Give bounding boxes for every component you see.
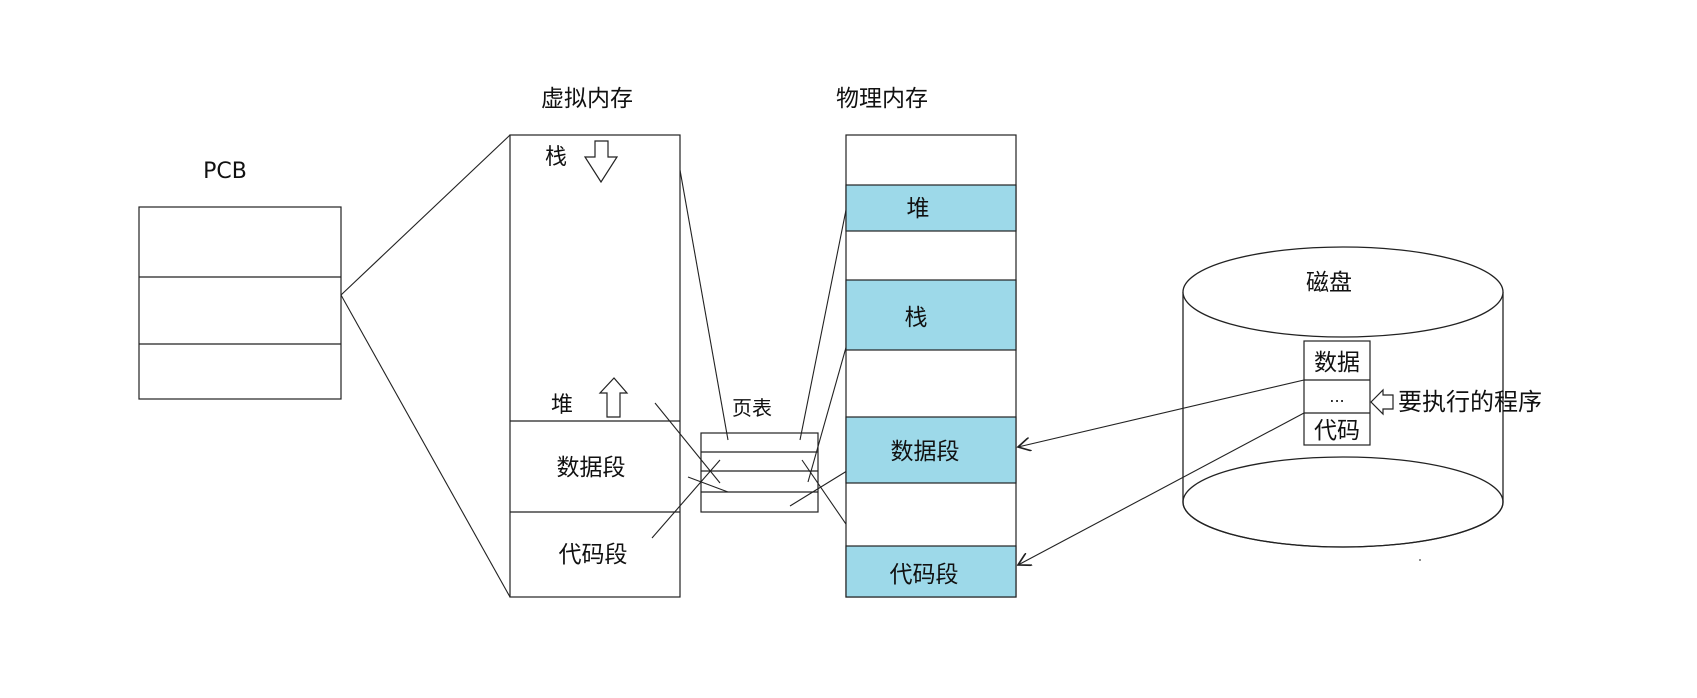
heap-up-arrow-icon xyxy=(598,377,629,418)
vm-stack-label: 栈 xyxy=(545,145,567,170)
pm-data-segment-label: 数据段 xyxy=(891,439,960,465)
disk-ellipsis-label: ... xyxy=(1329,387,1344,406)
virtual-memory-title: 虚拟内存 xyxy=(541,86,633,112)
vm-code-segment-label: 代码段 xyxy=(559,542,628,568)
pcb-link-bottom xyxy=(340,294,511,598)
physical-memory-title: 物理内存 xyxy=(836,86,928,112)
disk-title: 磁盘 xyxy=(1306,270,1352,296)
pm-stack-label: 栈 xyxy=(905,305,928,331)
pcb-link-top xyxy=(340,134,511,296)
pm-heap-label: 堆 xyxy=(907,196,930,222)
virtual-memory-block xyxy=(509,134,681,598)
vm-data-segment-label: 数据段 xyxy=(557,455,626,481)
stack-down-arrow-icon xyxy=(583,140,619,184)
physical-memory-block xyxy=(845,134,1017,598)
disk-data-label: 数据 xyxy=(1314,350,1360,376)
vm-heap-label: 堆 xyxy=(551,393,573,418)
disk-code-label: 代码 xyxy=(1314,418,1360,444)
program-label: 要执行的程序 xyxy=(1398,388,1542,416)
page-table-title: 页表 xyxy=(732,396,772,420)
load-code-arrow xyxy=(1018,412,1305,565)
pm-code-segment-label: 代码段 xyxy=(890,562,959,588)
pcb-title: PCB xyxy=(203,159,247,184)
disk-program-block xyxy=(1303,340,1371,446)
pcb-block xyxy=(138,206,342,400)
program-pointer-arrow-icon xyxy=(1370,388,1394,416)
page-table-block xyxy=(700,432,819,513)
load-data-arrow xyxy=(1018,379,1305,447)
